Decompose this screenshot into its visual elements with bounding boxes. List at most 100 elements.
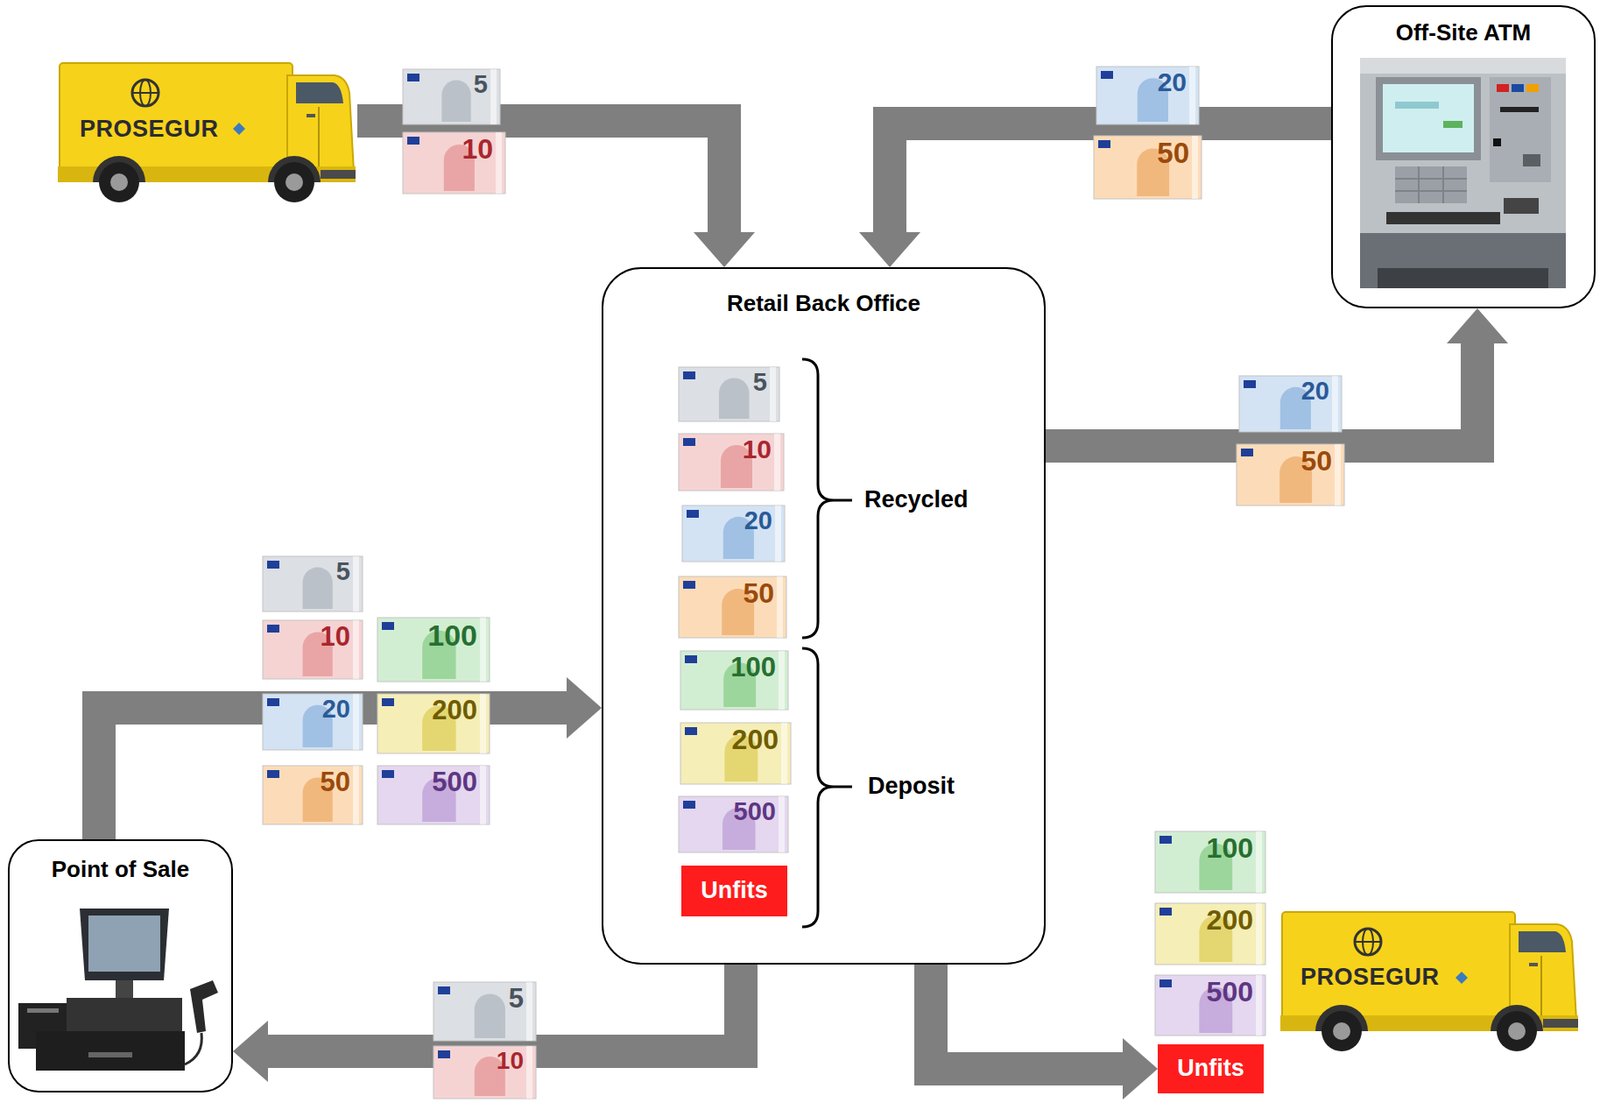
- box-title: Retail Back Office: [726, 290, 921, 318]
- flow-arrow-head: [859, 232, 921, 268]
- banknote-flag: [1100, 70, 1114, 79]
- banknote-value-box: 5: [678, 369, 768, 395]
- banknote-paper: [1096, 66, 1199, 125]
- banknote-flag: [683, 580, 696, 589]
- banknote: [262, 556, 363, 612]
- banknote-arch: [474, 993, 506, 1038]
- banknote-value: 20: [1239, 378, 1330, 404]
- banknote-paper: [680, 650, 789, 710]
- banknote-paper: [402, 132, 506, 194]
- banknote-paper: [433, 1045, 536, 1099]
- banknote-stripe: [495, 132, 502, 194]
- banknote-arch: [303, 567, 333, 609]
- atm-drawing-part: [1360, 57, 1566, 289]
- atm-drawing: [1360, 57, 1566, 289]
- pos-box: Point of Sale: [7, 838, 233, 1093]
- banknote-flag: [267, 624, 280, 633]
- banknote-stripe: [1189, 66, 1196, 125]
- banknote-stripe: [479, 765, 487, 825]
- atm-drawing-part: [1375, 77, 1481, 161]
- atm-drawing-part: [1489, 77, 1551, 183]
- banknote-stripe: [769, 366, 776, 422]
- banknote-value-box: 20: [1239, 378, 1330, 404]
- armored-truck: PROSEGUR: [1280, 908, 1580, 1053]
- group-label-box: Deposit: [867, 772, 955, 800]
- atm-drawing-part: [1395, 166, 1467, 204]
- banknote-stripe: [1334, 444, 1341, 506]
- banknote-value-box: 5: [402, 71, 488, 98]
- banknote-value-box: 200: [377, 696, 478, 724]
- banknote-paper: [377, 617, 490, 682]
- banknote-stripe: [775, 505, 782, 562]
- pos-terminal-drawing-part: [27, 1007, 59, 1013]
- box-title: Point of Sale: [51, 856, 190, 883]
- banknote: [262, 693, 363, 750]
- banknote-value-box: 50: [1236, 446, 1333, 475]
- banknote-arch: [441, 80, 471, 122]
- banknote-value-box: 50: [678, 578, 775, 607]
- banknote-flag: [267, 560, 280, 569]
- banknote-flag: [683, 371, 696, 380]
- flow-arrow-shaft: [357, 120, 725, 233]
- bracket-part: [802, 359, 853, 638]
- banknote-value-box: 50: [1093, 138, 1190, 168]
- banknote-value: 100: [1155, 833, 1254, 862]
- flow-arrow: [1045, 308, 1509, 446]
- banknote-flag: [381, 769, 395, 778]
- truck-brand: PROSEGUR: [1300, 963, 1440, 991]
- banknote: [682, 505, 785, 562]
- atm-drawing-part: [1503, 197, 1539, 214]
- armored-truck-art: [1280, 911, 1579, 1051]
- banknote-paper: [1155, 974, 1266, 1036]
- banknote-stripe: [774, 433, 781, 491]
- banknote-group: [262, 66, 1345, 1099]
- banknote-value-box: 5: [262, 558, 351, 585]
- banknote-flag: [267, 697, 280, 706]
- banknote-paper: [1236, 444, 1345, 506]
- unfits-text: Unfits: [1177, 1054, 1245, 1082]
- pos-terminal-drawing-part: [79, 908, 170, 980]
- back-office-box: Retail Back OfficeUnfits: [601, 267, 1046, 965]
- banknote-value-box: 200: [680, 725, 779, 754]
- banknote-value: 50: [1093, 138, 1190, 168]
- flow-arrow: [930, 964, 1158, 1100]
- banknote-value: 5: [678, 369, 768, 395]
- banknote-paper: [402, 69, 501, 125]
- banknote-paper: [678, 366, 780, 422]
- banknote: [433, 981, 536, 1041]
- banknote-stripe: [776, 576, 783, 638]
- atm-drawing-part: [1522, 154, 1541, 167]
- banknote-value: 5: [402, 71, 488, 98]
- banknote-paper: [1155, 902, 1266, 965]
- banknote-stripe: [352, 556, 360, 612]
- banknote-stripe: [1255, 902, 1262, 965]
- banknote-value: 5: [433, 984, 524, 1012]
- banknote-paper: [433, 981, 536, 1041]
- banknote-value-box: 100: [377, 620, 478, 650]
- banknote-paper: [377, 693, 490, 754]
- banknote-value: 500: [377, 768, 478, 796]
- atm-drawing-part: [1386, 211, 1501, 225]
- banknote-flag: [407, 73, 420, 82]
- banknote-paper: [678, 576, 787, 638]
- banknote-stripe: [352, 765, 360, 825]
- banknote: [377, 693, 490, 754]
- atm-drawing-part: [1511, 84, 1524, 92]
- banknote-flag: [1159, 835, 1172, 844]
- banknote-stripe: [526, 981, 533, 1041]
- atm-drawing-part: [1395, 101, 1439, 109]
- banknote-value: 10: [433, 1048, 524, 1073]
- atm-box: Off-Site ATM: [1331, 5, 1596, 309]
- banknote: [678, 433, 784, 491]
- flow-arrow: [357, 120, 755, 268]
- banknote-flag: [437, 1050, 451, 1058]
- banknote-paper: [1239, 375, 1342, 432]
- banknote-flag: [437, 986, 451, 994]
- banknote-stripe: [781, 722, 788, 784]
- banknote-value: 50: [262, 768, 351, 796]
- banknote-value-box: 100: [680, 653, 776, 681]
- banknote: [1236, 444, 1345, 506]
- atm-drawing-part: [1395, 166, 1467, 204]
- pos-terminal-drawing-part: [190, 979, 219, 1033]
